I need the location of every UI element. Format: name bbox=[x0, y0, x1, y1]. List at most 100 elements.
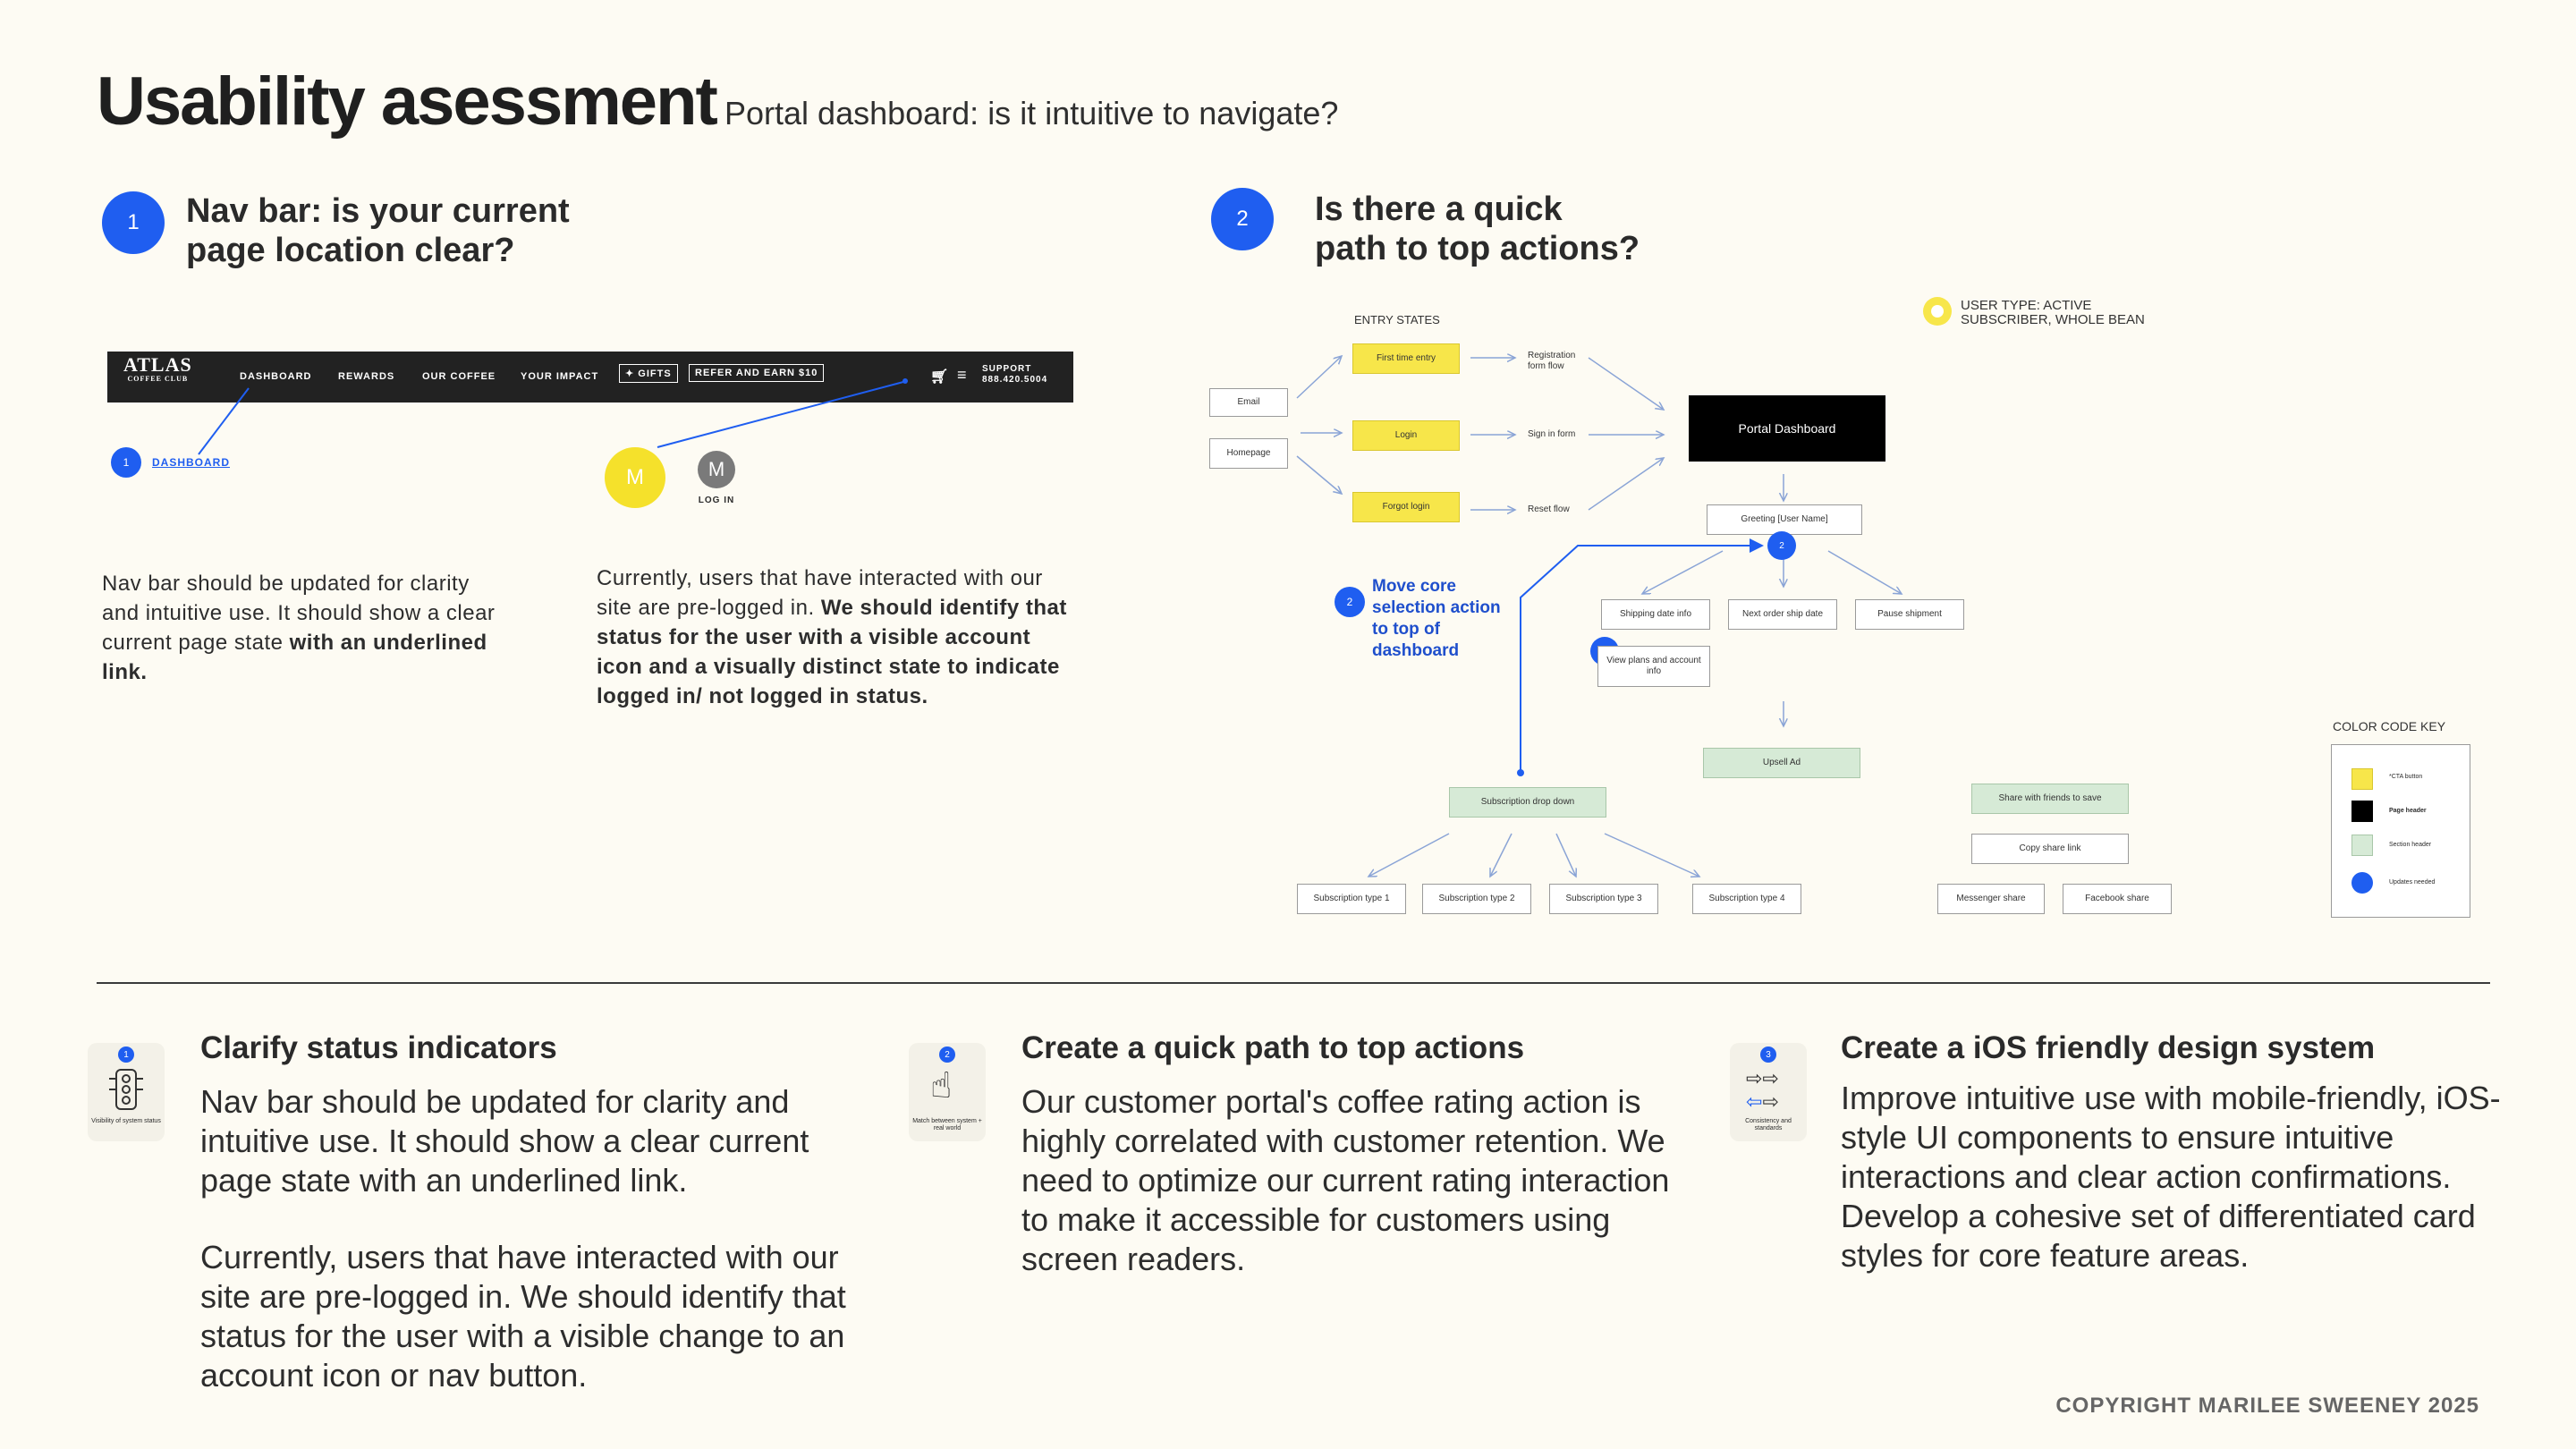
node-pause-shipment: Pause shipment bbox=[1855, 599, 1964, 630]
note-right-bold: We should identify that status for the u… bbox=[597, 596, 1067, 708]
section-divider bbox=[97, 982, 2490, 984]
nav-item-refer[interactable]: REFER AND EARN $10 bbox=[689, 364, 825, 382]
atlas-logo: ATLAS COFFEE CLUB bbox=[123, 353, 192, 386]
section-2-heading-line2: path to top actions? bbox=[1315, 230, 1640, 267]
arrows-left-right-icon: ⇦⇨ bbox=[1746, 1090, 1779, 1113]
node-subscription-dropdown: Subscription drop down bbox=[1449, 787, 1606, 818]
traffic-light-icon bbox=[109, 1069, 143, 1110]
node-messenger-share: Messenger share bbox=[1937, 884, 2045, 914]
section-1-heading-line1: Nav bar: is your current bbox=[186, 192, 570, 230]
note-right-plain: Currently, users that have interacted wi… bbox=[597, 566, 1043, 620]
section-2-heading: Is there a quick path to top actions? bbox=[1315, 190, 1640, 268]
node-subscription-type-3: Subscription type 3 bbox=[1549, 884, 1658, 914]
key-swatch-updates-needed bbox=[2351, 872, 2373, 894]
node-reset-flow: Reset flow bbox=[1528, 504, 1570, 514]
page-title: Usability asessment bbox=[97, 64, 718, 140]
support-phone: 888.420.5004 bbox=[982, 375, 1048, 385]
note-left-bold: with an underlined link. bbox=[102, 631, 487, 684]
node-share-with-friends: Share with friends to save bbox=[1971, 784, 2129, 814]
section-2-number: 2 bbox=[1211, 188, 1274, 250]
nav-item-your-impact[interactable]: YOUR IMPACT bbox=[521, 371, 599, 382]
cart-icon[interactable]: 🛒︎ bbox=[930, 369, 950, 385]
node-facebook-share: Facebook share bbox=[2063, 884, 2172, 914]
card-3-body: Improve intuitive use with mobile-friend… bbox=[1841, 1080, 2501, 1274]
key-label-updates-needed: Updates needed bbox=[2389, 879, 2436, 886]
section-2-heading-line1: Is there a quick bbox=[1315, 191, 1563, 228]
card-3-heuristic-tile: 3 ⇨⇨ ⇦⇨ Consistency and standards bbox=[1730, 1043, 1807, 1141]
page-subtitle: Portal dashboard: is it intuitive to nav… bbox=[724, 95, 1339, 131]
pointer-hand-icon: ☝︎ bbox=[930, 1066, 953, 1106]
node-greeting: Greeting [User Name] bbox=[1707, 504, 1862, 535]
card-1-title: Clarify status indicators bbox=[200, 1030, 557, 1065]
dashboard-underlined-link[interactable]: DASHBOARD bbox=[152, 456, 230, 469]
card-3-title: Create a iOS friendly design system bbox=[1841, 1030, 2376, 1065]
card-1-body-1: Nav bar should be updated for clarity an… bbox=[200, 1083, 809, 1199]
login-label: LOG IN bbox=[698, 496, 735, 505]
logo-top: ATLAS bbox=[123, 353, 192, 376]
key-swatch-section-header bbox=[2351, 835, 2373, 856]
node-next-order: Next order ship date bbox=[1728, 599, 1837, 630]
key-swatch-page-header bbox=[2351, 801, 2373, 822]
node-portal-dashboard: Portal Dashboard bbox=[1689, 395, 1885, 462]
node-copy-share-link: Copy share link bbox=[1971, 834, 2129, 864]
node-email: Email bbox=[1209, 388, 1288, 417]
card-2-number: 2 bbox=[939, 1046, 955, 1063]
nav-bar-mockup: ATLAS COFFEE CLUB DASHBOARD REWARDS OUR … bbox=[107, 352, 1073, 402]
node-first-time-entry: First time entry bbox=[1352, 343, 1460, 374]
key-label-section-header: Section header bbox=[2389, 842, 2432, 848]
dashboard-callout-number: 1 bbox=[111, 447, 141, 478]
user-type-label: USER TYPE: ACTIVE SUBSCRIBER, WHOLE BEAN bbox=[1961, 298, 2145, 327]
card-2-body: Our customer portal's coffee rating acti… bbox=[1021, 1083, 1670, 1277]
entry-states-label: ENTRY STATES bbox=[1354, 313, 1440, 326]
node-forgot-login: Forgot login bbox=[1352, 492, 1460, 522]
card-2-icon-caption: Match between system + real world bbox=[912, 1118, 982, 1131]
node-subscription-type-2: Subscription type 2 bbox=[1422, 884, 1531, 914]
section-1-heading-line2: page location clear? bbox=[186, 232, 515, 269]
node-sign-in-form: Sign in form bbox=[1528, 429, 1576, 439]
section-1-note-right: Currently, users that have interacted wi… bbox=[597, 564, 1071, 711]
node-registration: Registration form flow bbox=[1528, 351, 1576, 371]
card-1-body-2: Currently, users that have interacted wi… bbox=[200, 1239, 846, 1394]
key-label-page-header: Page header bbox=[2389, 808, 2427, 814]
card-3-number: 3 bbox=[1760, 1046, 1776, 1063]
card-1-heuristic-tile: 1 Visibility of system status bbox=[88, 1043, 165, 1141]
gift-icon: ✦ bbox=[625, 369, 635, 379]
copyright: COPYRIGHT MARILEE SWEENEY 2025 bbox=[2055, 1394, 2479, 1418]
nav-support[interactable]: SUPPORT 888.420.5004 bbox=[982, 364, 1047, 386]
arrows-right-icon: ⇨⇨ bbox=[1746, 1067, 1779, 1089]
node-view-plans: View plans and account info bbox=[1597, 646, 1710, 687]
card-1-number: 1 bbox=[118, 1046, 134, 1063]
greeting-update-badge: 2 bbox=[1767, 531, 1796, 560]
color-key-box: *CTA button Page header Section header U… bbox=[2331, 744, 2470, 918]
callout-2-text: Move core selection action to top of das… bbox=[1372, 577, 1501, 660]
nav-item-our-coffee[interactable]: OUR COFFEE bbox=[422, 371, 496, 382]
user-type-icon bbox=[1923, 297, 1952, 326]
node-shipping-date: Shipping date info bbox=[1601, 599, 1710, 630]
section-1-note-left: Nav bar should be updated for clarity an… bbox=[102, 569, 496, 687]
card-1-icon-caption: Visibility of system status bbox=[91, 1118, 161, 1124]
section-1-heading: Nav bar: is your current page location c… bbox=[186, 191, 570, 270]
support-label: SUPPORT bbox=[982, 364, 1032, 374]
color-key-title: COLOR CODE KEY bbox=[2333, 719, 2446, 733]
section-1-number: 1 bbox=[102, 191, 165, 254]
card-2-title: Create a quick path to top actions bbox=[1021, 1030, 1525, 1065]
nav-item-rewards[interactable]: REWARDS bbox=[338, 371, 395, 382]
node-login: Login bbox=[1352, 420, 1460, 451]
nav-item-gifts[interactable]: ✦ GIFTS bbox=[619, 364, 678, 383]
avatar-logged-out[interactable]: M bbox=[698, 451, 735, 488]
node-subscription-type-4: Subscription type 4 bbox=[1692, 884, 1801, 914]
gifts-label: GIFTS bbox=[638, 369, 672, 379]
node-upsell-ad: Upsell Ad bbox=[1703, 748, 1860, 778]
key-label-cta: *CTA button bbox=[2389, 774, 2423, 780]
node-subscription-type-1: Subscription type 1 bbox=[1297, 884, 1406, 914]
logo-bottom: COFFEE CLUB bbox=[127, 375, 189, 383]
node-homepage: Homepage bbox=[1209, 438, 1288, 469]
avatar-logged-in[interactable]: M bbox=[605, 447, 665, 508]
card-2-heuristic-tile: 2 ☝︎ Match between system + real world bbox=[909, 1043, 986, 1141]
nav-item-dashboard[interactable]: DASHBOARD bbox=[240, 371, 312, 382]
menu-icon[interactable]: ≡ bbox=[957, 366, 968, 384]
card-3-icon-caption: Consistency and standards bbox=[1745, 1118, 1792, 1131]
key-swatch-cta bbox=[2351, 768, 2373, 790]
